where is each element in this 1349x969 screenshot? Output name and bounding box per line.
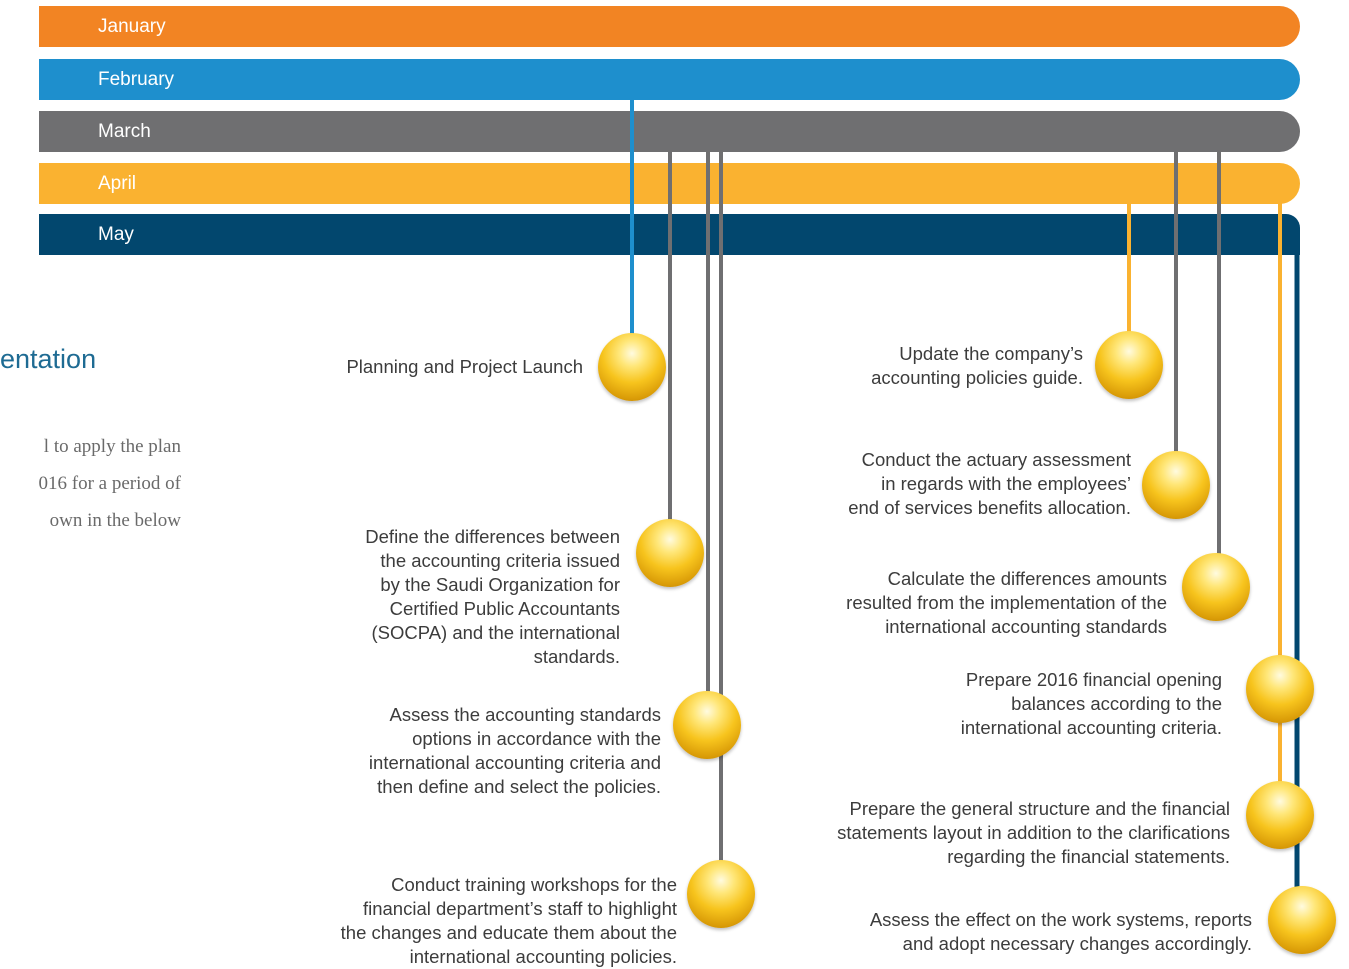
milestone-ball bbox=[687, 860, 755, 928]
month-label: January bbox=[98, 16, 166, 37]
section-heading: entation bbox=[0, 344, 97, 374]
intro-line: 016 for a period of bbox=[38, 473, 181, 494]
task-label-define-differences: Define the differences between the accou… bbox=[365, 526, 620, 667]
task-label-update-policies: Update the company’s accounting policies… bbox=[871, 343, 1083, 388]
milestone-ball bbox=[1142, 451, 1210, 519]
month-label: May bbox=[98, 224, 134, 245]
task-label-assess-standards: Assess the accounting standards options … bbox=[368, 704, 661, 797]
month-label: April bbox=[98, 173, 137, 194]
milestone-ball bbox=[598, 333, 666, 401]
milestone-ball bbox=[1246, 655, 1314, 723]
month-bar-february: February bbox=[39, 59, 1300, 100]
month-label: March bbox=[98, 121, 151, 142]
task-label-planning: Planning and Project Launch bbox=[346, 356, 583, 377]
milestone-ball bbox=[636, 519, 704, 587]
milestone-ball bbox=[1246, 781, 1314, 849]
milestone-ball bbox=[1182, 553, 1250, 621]
task-label-actuary: Conduct the actuary assessment in regard… bbox=[848, 449, 1131, 518]
task-label-training: Conduct training workshops for the finan… bbox=[340, 874, 677, 967]
month-bar-april: April bbox=[39, 163, 1300, 204]
task-label-calculate-differences: Calculate the differences amounts result… bbox=[846, 568, 1167, 637]
intro-line: l to apply the plan bbox=[43, 436, 181, 457]
milestone-ball bbox=[673, 691, 741, 759]
month-label: February bbox=[98, 69, 175, 90]
month-bar-march: March bbox=[39, 111, 1300, 152]
task-label-statements-layout: Prepare the general structure and the fi… bbox=[837, 798, 1230, 867]
intro-paragraph: l to apply the plan 016 for a period of … bbox=[39, 428, 181, 539]
milestone-ball bbox=[1268, 886, 1336, 954]
task-label-opening-balances: Prepare 2016 financial opening balances … bbox=[960, 669, 1222, 738]
month-bar-may: May bbox=[39, 214, 1300, 255]
intro-line: own in the below bbox=[49, 510, 181, 531]
task-label-assess-effect: Assess the effect on the work systems, r… bbox=[869, 909, 1252, 954]
month-bar-january: January bbox=[39, 6, 1300, 47]
milestone-ball bbox=[1095, 331, 1163, 399]
